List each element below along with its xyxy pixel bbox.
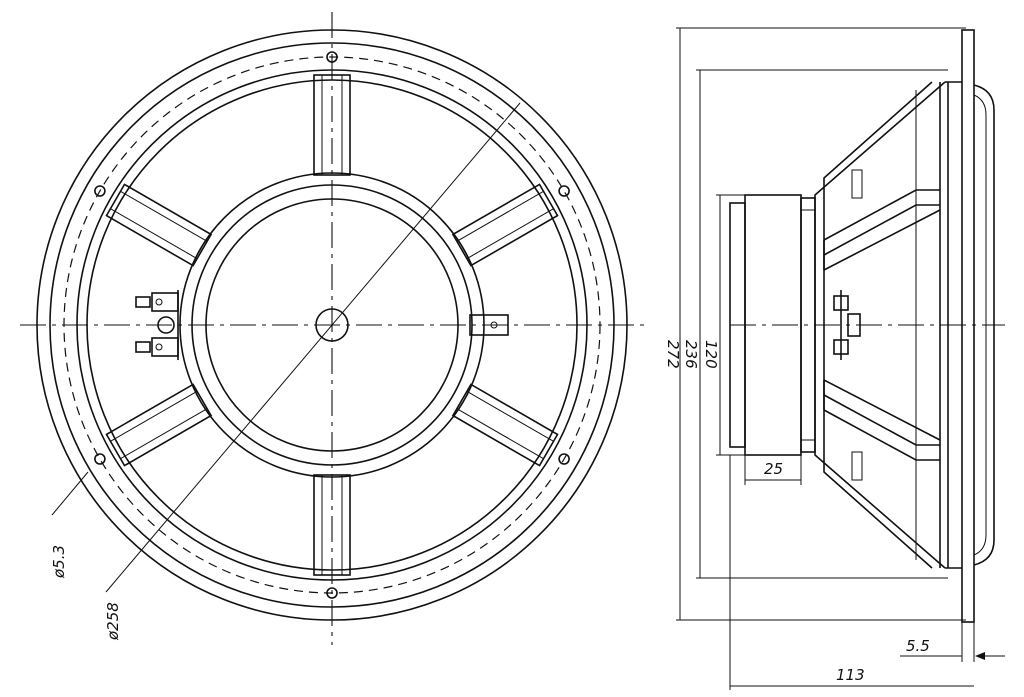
mounting-holes	[94, 51, 570, 599]
bolt-circle-leader	[105, 102, 521, 593]
mounting-flange	[961, 29, 975, 623]
mounting-hole	[326, 51, 338, 63]
mounting-hole	[558, 185, 570, 197]
spoke	[105, 183, 213, 267]
bolt-circle-label: ø258	[104, 602, 122, 641]
magnet-face	[205, 198, 459, 452]
magnet-depth-label: 25	[764, 460, 783, 478]
side-terminals	[833, 290, 861, 360]
pole-vent	[315, 308, 349, 342]
front-plate	[800, 197, 816, 453]
bolt-circle-dashed	[63, 56, 601, 594]
basket-spokes	[105, 74, 559, 576]
terminal-block	[135, 290, 179, 360]
mounting-hole	[558, 453, 570, 465]
mounting-hole	[326, 587, 338, 599]
magnet-ring-outer	[179, 172, 485, 478]
flange-thickness-label: 5.5	[906, 637, 930, 655]
mounting-hole	[94, 185, 106, 197]
spoke	[313, 474, 351, 576]
mounting-hole	[94, 453, 106, 465]
hole-leader	[51, 471, 89, 516]
rim-inner-edge	[49, 42, 615, 608]
frame-size-label: 236	[682, 340, 700, 369]
hole-diameter-label: ø5.3	[50, 545, 68, 579]
outer-size-label: 272	[664, 340, 682, 369]
spoke	[451, 383, 559, 467]
side-view: 272 236 120 25 5.5 113	[664, 27, 1005, 690]
spoke	[105, 383, 213, 467]
spoke	[451, 183, 559, 267]
overall-depth-label: 113	[836, 666, 865, 684]
front-view: ø5.3 ø258	[20, 12, 650, 645]
rim-step	[76, 69, 588, 581]
magnet-size-label: 120	[702, 340, 720, 369]
magnet-ring	[191, 184, 473, 466]
rim-lip	[86, 79, 578, 571]
outer-rim	[36, 29, 628, 621]
ground-tab	[469, 314, 509, 336]
spoke	[313, 74, 351, 176]
back-plate	[729, 202, 746, 448]
surround	[973, 84, 995, 566]
